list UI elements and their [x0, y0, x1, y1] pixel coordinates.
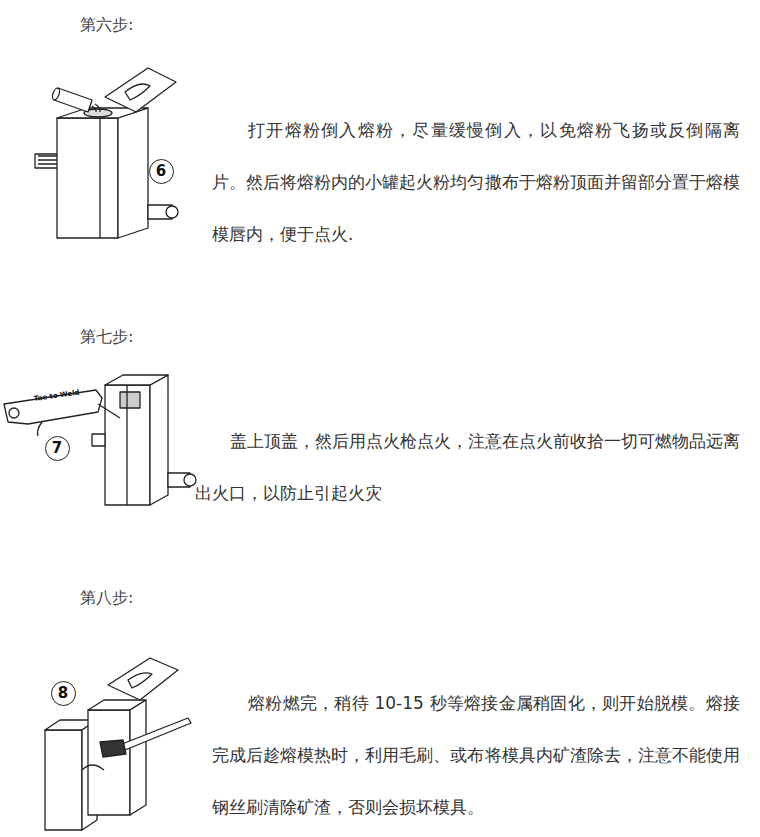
mold-half-side	[130, 700, 146, 815]
step-text: 打开熔粉倒入熔粉，尽量缓慢倒入，以免熔粉飞扬或反倒隔离片。然后将熔粉内的小罐起火…	[212, 104, 740, 260]
callout-circle: 6	[149, 159, 174, 184]
igniter-trigger	[38, 422, 43, 436]
mold-half-front	[88, 710, 130, 815]
mold-cavity	[82, 765, 104, 770]
mold-front	[57, 118, 118, 238]
canister-end	[51, 87, 61, 100]
step-heading: 第七步:	[80, 326, 220, 348]
lid-notch	[125, 84, 150, 100]
step-heading: 第八步:	[80, 587, 220, 609]
callout-number: 8	[58, 686, 68, 701]
lid-notch	[128, 673, 152, 688]
demold-figure	[45, 658, 191, 830]
igniter-ring	[9, 408, 19, 418]
step-text: 盖上顶盖，然后用点火枪点火，注意在点火前收拾一切可燃物品远离出火口，以防止引起火…	[195, 415, 740, 519]
mold-top	[105, 375, 168, 385]
powder-stream	[92, 104, 100, 112]
cable	[92, 434, 105, 446]
brush-bristles	[100, 740, 126, 757]
cable-strands	[38, 156, 58, 164]
callout-circle: 8	[51, 681, 76, 706]
igniter-tip	[98, 404, 120, 418]
mold-lid	[105, 68, 176, 112]
mold-side	[150, 375, 168, 505]
cable-end	[184, 474, 196, 486]
callout-number: 7	[52, 441, 62, 456]
mold-seam	[126, 385, 127, 505]
callout-number: 6	[156, 164, 166, 179]
mold-lid	[108, 658, 178, 700]
ignite-figure	[4, 375, 196, 505]
cable	[35, 154, 60, 168]
lid-window	[120, 392, 140, 408]
mold-side	[118, 108, 148, 238]
brush-handle	[122, 718, 191, 750]
cable-end	[166, 206, 178, 218]
mold-front	[105, 385, 150, 505]
callout-circle: 7	[45, 436, 70, 461]
step-heading: 第六步:	[80, 14, 220, 36]
mold-pour-figure	[35, 68, 178, 238]
mold-seam	[99, 118, 100, 238]
step-text: 熔粉燃完，稍待 10-15 秒等熔接金属稍固化，则开始脱模。熔接完成后趁熔模热时…	[212, 677, 740, 833]
mold-half-front	[45, 730, 82, 830]
